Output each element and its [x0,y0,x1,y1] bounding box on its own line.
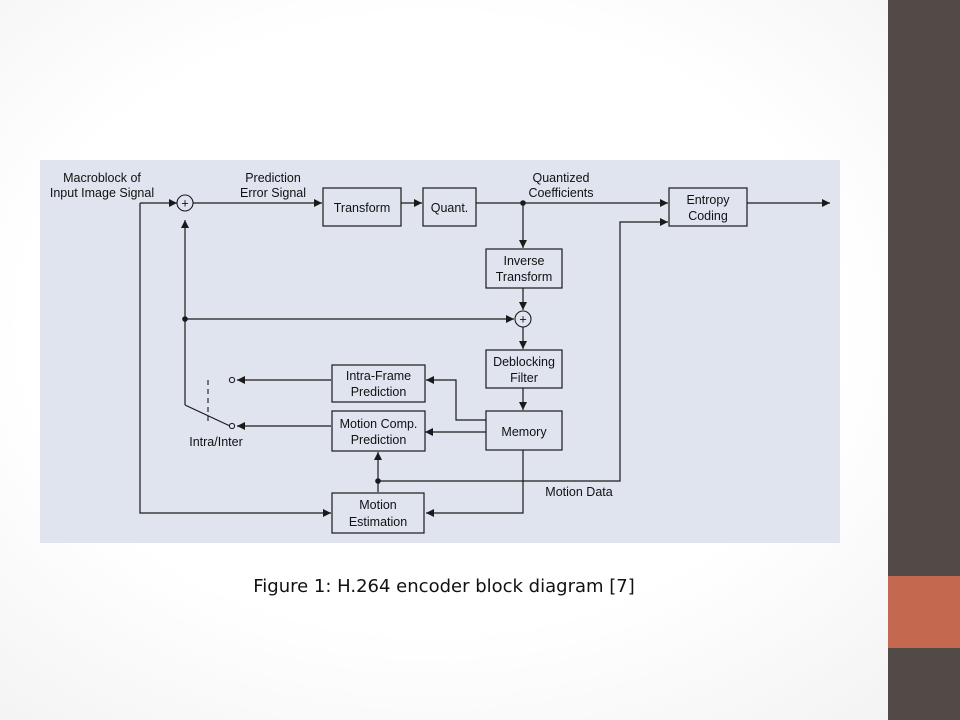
input-me-arrow [139,203,331,517]
deblocking-block [485,349,563,389]
slide-accent-block [888,576,960,648]
intra-prediction-block [331,364,426,403]
blocks [322,187,748,534]
junction-dot [375,478,381,484]
quant-label: Quant. [431,201,469,215]
encoder-diagram: + + Transform Quant. Entropy Coding Inve… [40,160,840,543]
memory-label: Memory [501,425,547,439]
memory-intra-arrow [426,376,486,421]
inverse-label: Inverse [504,254,545,268]
entropy-label: Entropy [686,193,730,207]
diagram-svg: + + Transform Quant. Entropy Coding Inve… [40,160,840,543]
motion-data-arrow [378,218,668,482]
motion-comp-label: Prediction [351,433,407,447]
intra-inter-label: Intra/Inter [189,435,243,449]
motion-est-label: Estimation [349,515,407,529]
switch-terminal-intra [228,376,236,384]
summer-symbol: + [181,197,188,211]
intra-label: Prediction [351,385,407,399]
prediction-error-label: Prediction [245,171,301,185]
entropy-block [668,187,748,227]
motion-estimation-block [331,492,425,534]
junction-dot [520,200,526,206]
summer-symbol: + [519,313,526,327]
inverse-label: Transform [496,270,553,284]
memory-block [485,410,563,451]
motion-est-label: Motion [359,498,397,512]
quant-block [422,187,477,227]
figure-caption: Figure 1: H.264 encoder block diagram [7… [253,576,635,597]
motion-comp-block [331,410,426,452]
input-signal-label: Macroblock of [63,171,141,185]
input-signal-label: Input Image Signal [50,186,154,200]
connections [139,199,830,517]
deblocking-label: Deblocking [493,355,555,369]
junction-dots [182,200,526,484]
junction-dot [182,316,188,322]
quantized-coeff-label: Quantized [533,171,590,185]
memory-me-arrow [426,450,524,517]
transform-label: Transform [334,201,391,215]
deblocking-label: Filter [510,371,538,385]
switch-arm [184,404,231,427]
intra-label: Intra-Frame [346,369,411,383]
switch-terminal-inter [228,422,236,430]
summer-input: + [176,194,194,212]
summer-reconstruction: + [514,310,532,328]
prediction-error-label: Error Signal [240,186,306,200]
motion-data-label: Motion Data [545,485,612,499]
quantized-coeff-label: Coefficients [528,186,593,200]
inverse-transform-block [485,248,563,289]
transform-block [322,187,402,227]
entropy-label: Coding [688,209,728,223]
motion-comp-label: Motion Comp. [340,417,418,431]
